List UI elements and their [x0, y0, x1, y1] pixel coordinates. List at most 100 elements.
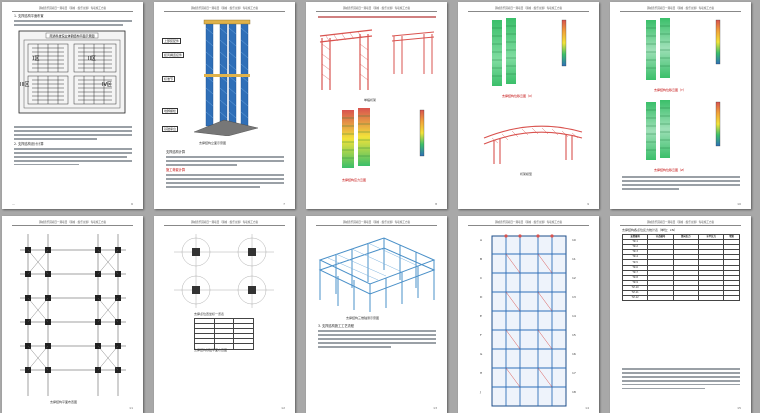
callout-label: 标准节 — [162, 76, 176, 82]
grid-label: 17 — [572, 371, 576, 375]
value-cell — [723, 295, 740, 302]
grid-label: J — [480, 390, 481, 394]
value-cell — [697, 295, 725, 302]
figure-caption: 支撑结构位移云图（X） — [502, 94, 535, 98]
header-rule — [164, 225, 285, 226]
header-rule — [12, 11, 133, 12]
grid-label: 12 — [572, 276, 576, 280]
header-rule — [316, 225, 437, 226]
figure-caption: 桁架模型 — [520, 172, 533, 176]
page-header: 蒲城游乐园项目一期项目（蒲城 · 娱乐主题）专项施工方案 — [190, 7, 259, 10]
zone-label: I区 — [33, 56, 39, 62]
section-heading: 1. 支撑结构平面布置 — [14, 14, 132, 28]
value-cell — [672, 295, 699, 302]
callout-label: 上部装配件 — [162, 38, 182, 44]
coordinate-table — [194, 317, 254, 350]
figure-caption: 单榀桁架 — [364, 98, 377, 102]
callout-label: 缆风绳连接件 — [162, 52, 185, 58]
grid-label: 11 — [572, 257, 576, 261]
subheading: 支撑结构计算 — [166, 150, 186, 154]
stress-contour-model — [342, 108, 425, 168]
grid-label: E — [480, 314, 482, 318]
page-11: 蒲城游乐园项目一期项目（蒲城 · 娱乐主题）专项施工方案 支撑结构平面布置图 1… — [2, 216, 143, 413]
page-number: 7 — [283, 202, 285, 206]
page-header: 蒲城游乐园项目一期项目（蒲城 · 娱乐主题）专项施工方案 — [646, 221, 715, 224]
displacement-contour-x — [492, 18, 567, 86]
grid-label: H — [480, 371, 483, 375]
body-text: 支撑结构计算 施工荷载计算 — [166, 150, 284, 190]
zone-label: IV区 — [102, 82, 112, 88]
group-cell: TZ-12 — [621, 295, 649, 302]
table-caption: 支撑点位置坐标一览表 — [194, 312, 225, 316]
reaction-table: 支撑编号 节点编号 竖向反力 水平反力 弯矩 TZ-1 TZ-2 TZ-3 TZ… — [621, 233, 740, 302]
page-number: 14 — [585, 406, 589, 410]
callout-label: 基础承台 — [162, 126, 179, 132]
page-number: 15 — [737, 406, 741, 410]
heading-text: 1. 支撑结构平面布置 — [14, 14, 44, 18]
displacement-contour-y — [646, 18, 721, 80]
value-cell — [647, 295, 674, 302]
page-number: 6 — [131, 202, 133, 206]
grid-label: B — [480, 257, 483, 261]
support-layout-plan — [20, 234, 126, 396]
single-truss-model — [319, 29, 373, 90]
header-rule — [12, 225, 133, 226]
grid-label: 10 — [572, 238, 576, 242]
page-header: 蒲城游乐园项目一期项目（蒲城 · 娱乐主题）专项施工方案 — [494, 221, 563, 224]
page-number: 8 — [435, 202, 437, 206]
structural-grid-plan — [491, 234, 567, 407]
page-number: 13 — [433, 406, 437, 410]
figure-caption: 支撑结构立面示意图 — [199, 141, 227, 145]
header-rule — [468, 225, 589, 226]
page-header: 蒲城游乐园项目一期项目（蒲城 · 娱乐主题）专项施工方案 — [38, 7, 107, 10]
figure-caption: 支撑结构三维轴测示意图 — [346, 316, 380, 320]
figure-caption: 支撑结构平面布置图 — [50, 400, 78, 404]
grid-label: 16 — [572, 352, 576, 356]
site-plan-drawing: 南通科技馆主体钢结构平面示意图 I区 II区 III区 IV区 — [18, 30, 126, 114]
truss-3d-model — [483, 125, 583, 164]
grid-label: F — [480, 333, 482, 337]
site-plan-title: 南通科技馆主体钢结构平面示意图 — [49, 33, 94, 38]
page-10: 蒲城游乐园项目一期项目（蒲城 · 娱乐主题）专项施工方案 支撑结构位移云图（Y）… — [610, 2, 751, 209]
red-note: 施工荷载计算 — [166, 168, 186, 173]
page-15: 蒲城游乐园项目一期项目（蒲城 · 娱乐主题）专项施工方案 支撑结构各点位反力统计… — [610, 216, 751, 413]
grid-label: G — [480, 352, 483, 356]
figure-caption: 支撑结构基础平面布置图 — [194, 348, 228, 352]
page-header: 蒲城游乐园项目一期项目（蒲城 · 娱乐主题）专项施工方案 — [342, 221, 411, 224]
page-header: 蒲城游乐园项目一期项目（蒲城 · 娱乐主题）专项施工方案 — [342, 7, 411, 10]
callout-label: 地脚螺栓 — [162, 108, 179, 114]
page-6: 蒲城游乐园项目一期项目（蒲城 · 娱乐主题）专项施工方案 1. 支撑结构平面布置… — [2, 2, 143, 209]
body-text — [622, 174, 740, 192]
page-header: 蒲城游乐园项目一期项目（蒲城 · 娱乐主题）专项施工方案 — [646, 7, 715, 10]
page-footer: — — [12, 202, 15, 206]
zone-label: II区 — [88, 56, 96, 62]
section-heading-2: 2. 支撑结构设计计算 — [14, 141, 44, 146]
page-12: 蒲城游乐园项目一期项目（蒲城 · 娱乐主题）专项施工方案 支撑点位置坐标一览表 … — [154, 216, 295, 413]
figure-caption: 支撑结构位移云图（Y） — [654, 88, 686, 92]
table-row: TZ-12 — [621, 295, 740, 302]
page-8: 蒲城游乐园项目一期项目（蒲城 · 娱乐主题）专项施工方案 单榀桁架 — [306, 2, 447, 209]
page-7: 蒲城游乐园项目一期项目（蒲城 · 娱乐主题）专项施工方案 上部装配件 缆风绳连接… — [154, 2, 295, 209]
page-header: 蒲城游乐园项目一期项目（蒲城 · 娱乐主题）专项施工方案 — [38, 221, 107, 224]
page-number: 10 — [737, 202, 741, 206]
header-rule — [164, 11, 285, 12]
page-header: 蒲城游乐园项目一期项目（蒲城 · 娱乐主题）专项施工方案 — [190, 221, 259, 224]
page-number: 9 — [587, 202, 589, 206]
figure-caption: 支撑结构应力云图 — [342, 178, 367, 182]
axonometric-frame — [318, 237, 436, 312]
page-header: 蒲城游乐园项目一期项目（蒲城 · 娱乐主题）专项施工方案 — [494, 7, 563, 10]
page-number: 11 — [129, 406, 133, 410]
header-rule — [620, 225, 741, 226]
grid-label: 13 — [572, 295, 576, 299]
grid-label: C — [480, 276, 483, 280]
page-9: 蒲城游乐园项目一期项目（蒲城 · 娱乐主题）专项施工方案 支撑结构位移云图（X）… — [458, 2, 599, 209]
body-text: 3. 支撑结构施工工艺流程 — [318, 324, 436, 350]
header-rule — [620, 11, 741, 12]
figure-caption: 支撑结构位移云图（Z） — [654, 168, 687, 172]
body-text: 2. 支撑结构设计计算 — [14, 124, 132, 168]
grid-label: 18 — [572, 390, 576, 394]
grid-label: 14 — [572, 314, 576, 318]
header-rule — [316, 11, 437, 12]
double-truss-model — [391, 31, 435, 74]
grid-label: A — [480, 238, 483, 242]
